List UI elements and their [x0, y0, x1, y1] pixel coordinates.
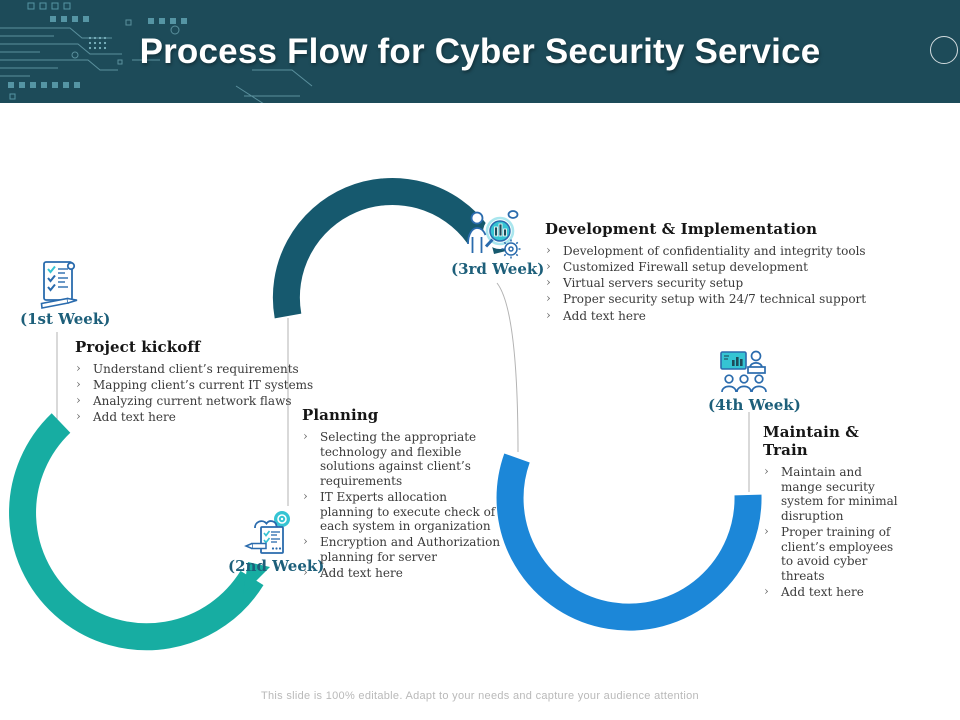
- bullet-item: Add text here: [545, 308, 875, 324]
- week2-content: Planning Selecting the appropriate techn…: [302, 406, 502, 582]
- week4-content: Maintain & Train Maintain and mange secu…: [763, 423, 901, 601]
- training-presentation-icon: [720, 350, 767, 393]
- bullet-item: Add text here: [75, 409, 335, 425]
- arc-week1-tip: [243, 562, 270, 594]
- bullet-item: Add text here: [763, 584, 901, 600]
- header-band: Process Flow for Cyber Security Service: [0, 0, 960, 103]
- arc-week3-to-week4: [496, 453, 762, 631]
- bullet-item: IT Experts allocation planning to execut…: [302, 489, 502, 534]
- connector-line-week3: [496, 282, 519, 453]
- analyst-magnifier-gears-icon: [467, 210, 521, 259]
- footer-note: This slide is 100% editable. Adapt to yo…: [261, 690, 699, 702]
- week1-bullets: Understand client’s requirements Mapping…: [75, 361, 335, 425]
- week4-title: Maintain & Train: [763, 423, 859, 459]
- process-flow-diagram: [9, 177, 762, 651]
- week2-label: (2nd Week): [228, 557, 325, 575]
- bullet-item: Mapping client’s current IT systems: [75, 377, 335, 393]
- bullet-item: Encryption and Authorization planning fo…: [302, 534, 502, 564]
- bullet-item: Understand client’s requirements: [75, 361, 335, 377]
- circuit-pattern-decor: [0, 2, 313, 103]
- bullet-item: Customized Firewall setup development: [545, 259, 875, 275]
- slide-title: Process Flow for Cyber Security Service: [139, 31, 821, 71]
- circle-decor: [930, 36, 958, 64]
- week2-bullets: Selecting the appropriate technology and…: [302, 429, 502, 581]
- week1-content: Project kickoff Understand client’s requ…: [75, 338, 335, 427]
- bullet-item: Proper training of client’s employees to…: [763, 524, 901, 584]
- week1-label: (1st Week): [20, 310, 111, 328]
- week2-title: Planning: [302, 406, 379, 424]
- bullet-item: Proper security setup with 24/7 technica…: [545, 291, 875, 307]
- week1-title: Project kickoff: [75, 338, 201, 356]
- cloud-planning-icon: [244, 511, 290, 554]
- bullet-item: Development of confidentiality and integ…: [545, 243, 875, 259]
- bullet-item: Maintain and mange security system for m…: [763, 464, 901, 524]
- bullet-item: Selecting the appropriate technology and…: [302, 429, 502, 489]
- week4-label: (4th Week): [708, 396, 801, 414]
- bullet-item: Add text here: [302, 565, 502, 581]
- week3-content: Development & Implementation Development…: [545, 220, 875, 325]
- week3-title: Development & Implementation: [545, 220, 818, 238]
- arc-week2-to-week3: [272, 177, 489, 319]
- bullet-item: Analyzing current network flaws: [75, 393, 335, 409]
- checklist-scroll-icon: [40, 261, 78, 309]
- week3-bullets: Development of confidentiality and integ…: [545, 243, 875, 324]
- arc-week1-to-week2: [9, 413, 264, 651]
- week4-bullets: Maintain and mange security system for m…: [763, 464, 901, 600]
- week3-label: (3rd Week): [451, 260, 545, 278]
- bullet-item: Virtual servers security setup: [545, 275, 875, 291]
